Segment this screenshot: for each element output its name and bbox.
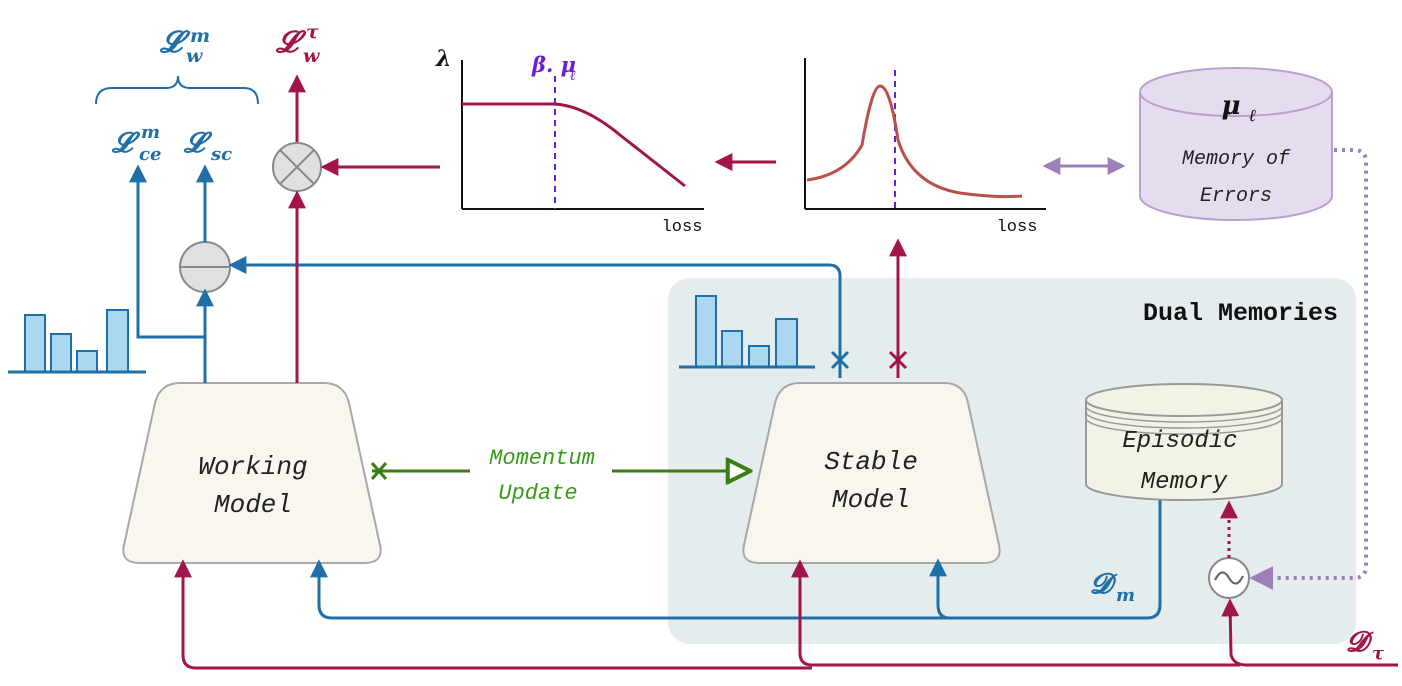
loss-subscript: w — [303, 45, 320, 67]
loss-superscript: m — [141, 122, 160, 143]
weight-y-label: λ — [435, 46, 451, 72]
episodic-memory-line-1: Episodic — [1122, 428, 1237, 455]
working-model-label-1: Working — [198, 452, 307, 482]
loss-subscript: ce — [139, 144, 161, 165]
blue-connectors — [129, 164, 1162, 620]
task-data-label: 𝓓 τ — [1346, 625, 1385, 664]
episodic-memory-cylinder: Episodic Memory — [1085, 383, 1283, 501]
memory-errors-to-sampler — [1249, 148, 1368, 590]
stable-model-label-2: Model — [832, 485, 910, 515]
memory-errors-symbol-sub: ℓ — [1249, 106, 1256, 126]
loss-brace — [95, 75, 259, 105]
memory-errors-line-1: Memory of — [1182, 148, 1291, 171]
loss-symbol: 𝓛 — [111, 126, 141, 159]
loss-sc-label: 𝓛 sc — [183, 126, 232, 165]
stop-gradient-blue-icon — [830, 350, 850, 370]
threshold-subscript: ℓ — [570, 68, 576, 84]
weight-function-plot: λ loss β. μ ℓ — [435, 46, 704, 237]
momentum-update-arrow: Momentum Update — [370, 446, 748, 506]
error-distribution-plot: loss — [804, 58, 1046, 237]
stable-model-label-1: Stable — [824, 447, 918, 477]
loss-superscript: τ — [306, 21, 319, 43]
momentum-label-1: Momentum — [489, 446, 595, 471]
loss-subscript: w — [186, 45, 203, 67]
red-connectors — [174, 74, 1398, 670]
data-subscript: τ — [1372, 643, 1385, 664]
loss-working-task-label: 𝓛 τ w — [275, 21, 320, 67]
multiply-operator — [272, 142, 322, 192]
error-x-label: loss — [997, 218, 1038, 237]
stable-output-histogram — [679, 295, 815, 369]
dual-memories-title: Dual Memories — [1143, 299, 1338, 328]
stop-gradient-red-icon — [888, 350, 908, 370]
data-symbol: 𝓓 — [1346, 625, 1374, 658]
memory-of-errors-cylinder: μ ℓ Memory of Errors — [1139, 67, 1333, 221]
loss-superscript: m — [190, 25, 210, 47]
memory-errors-symbol: μ — [1221, 91, 1240, 121]
working-model: Working Model — [122, 382, 382, 564]
threshold-label: β. μ — [531, 52, 576, 77]
loss-subscript: sc — [210, 144, 232, 165]
working-model-label-2: Model — [214, 490, 292, 520]
momentum-label-2: Update — [498, 481, 577, 506]
episodic-memory-line-2: Memory — [1141, 469, 1228, 496]
stable-model: Stable Model — [742, 382, 1001, 564]
weight-x-label: loss — [662, 218, 703, 237]
loss-symbol: 𝓛 — [183, 126, 213, 159]
working-output-histogram — [8, 309, 146, 374]
loss-working-memory-label: 𝓛 m w — [159, 25, 210, 67]
subtract-operator — [179, 241, 231, 293]
memory-errors-line-2: Errors — [1200, 185, 1272, 208]
loss-ce-label: 𝓛 m ce — [111, 122, 161, 165]
data-subscript: m — [1116, 585, 1135, 606]
sampling-operator — [1208, 557, 1250, 599]
